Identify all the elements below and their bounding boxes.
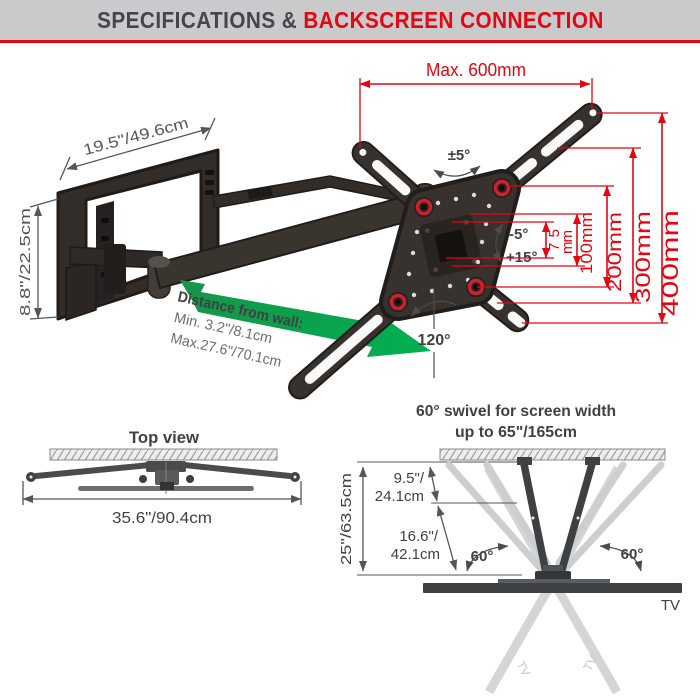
tilt-neg-label: -5° — [509, 226, 528, 243]
swivel-seg2-line2: 42.1cm — [391, 546, 440, 563]
vesa-100-label: 100mm — [577, 212, 596, 274]
top-view-title: Top view — [129, 428, 200, 447]
header-title-space — [297, 7, 303, 33]
max-width-label: Max. 600mm — [426, 60, 526, 80]
swivel-depth-label: 25"/63.5cm — [338, 473, 355, 565]
swivel-seg1-line1: 9.5"/ — [394, 470, 425, 487]
top-view-width-label: 35.6"/90.4cm — [112, 510, 212, 527]
swivel-seg2-line1: 16.6"/ — [399, 528, 439, 545]
plate-width-label: 19.5"/49.6cm — [82, 115, 191, 159]
tv-ghost-right-label: TV — [580, 653, 600, 673]
top-view: Top view 35.6"/90.4cm — [22, 428, 302, 527]
header-title-red: BACKSCREEN CONNECTION — [302, 6, 604, 33]
header-bar: SPECIFICATIONS & BACKSCREEN CONNECTION — [0, 0, 700, 43]
spec-diagram: Distance from wall: Min. 3.2"/8.1cm Max.… — [17, 60, 683, 695]
vesa-75mm-label: mm — [559, 230, 576, 254]
swivel-angle-right-label: 60° — [621, 546, 644, 563]
plate-height-label: 8.8"/22.5cm — [17, 208, 34, 316]
tilt-top-annotation: ±5° — [433, 147, 481, 179]
pivot-rivets — [388, 178, 512, 312]
tv-ghost-left-label: TV — [513, 659, 533, 679]
swivel-view: 60° swivel for screen width up to 65"/16… — [338, 403, 682, 695]
swivel-title-line1: 60° swivel for screen width — [416, 403, 616, 420]
swivel-title-line2: up to 65"/165cm — [455, 424, 577, 441]
header-title: SPECIFICATIONS & BACKSCREEN CONNECTION — [97, 7, 604, 34]
vesa-bracket — [288, 102, 603, 400]
header-title-grey: SPECIFICATIONS & — [96, 6, 297, 33]
articulating-arm — [69, 175, 438, 299]
max-width-dimension: Max. 600mm — [359, 60, 593, 147]
plate-height-dimension: 8.8"/22.5cm — [17, 198, 59, 320]
vesa-400-label: 400mm — [657, 210, 683, 316]
tilt-top-label: ±5° — [448, 147, 471, 164]
swivel-angle-annotation: 120° — [410, 288, 457, 378]
vesa-300-label: 300mm — [632, 211, 655, 303]
tv-label: TV — [661, 597, 680, 614]
swivel-angle-label: 120° — [417, 332, 450, 349]
vesa-200-label: 200mm — [605, 212, 626, 292]
swivel-angle-left-label: 60° — [471, 548, 494, 565]
distance-labels: Distance from wall: Min. 3.2"/8.1cm Max.… — [169, 288, 305, 370]
swivel-seg1-line2: 24.1cm — [375, 488, 424, 505]
vesa-dimensions: 75 mm 100mm 200mm 300mm 400mm — [446, 112, 683, 324]
